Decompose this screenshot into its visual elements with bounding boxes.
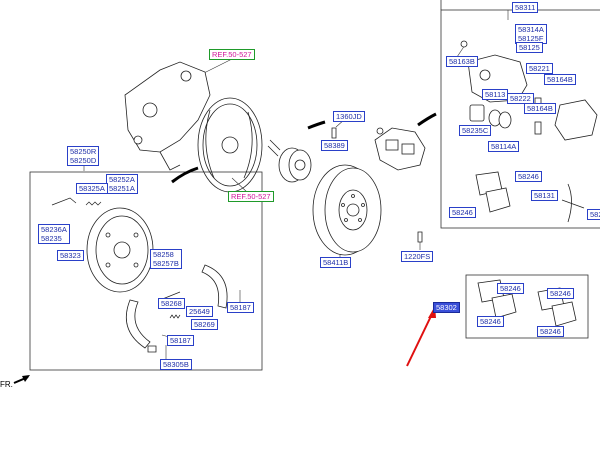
part-58187-a[interactable]: 58187 bbox=[227, 302, 254, 313]
part-58125F: 58125F bbox=[518, 34, 544, 43]
part-58269[interactable]: 58269 bbox=[191, 319, 218, 330]
brake-shoes bbox=[126, 264, 228, 349]
part-58125[interactable]: 58125 bbox=[516, 42, 543, 53]
selected-part-58302[interactable]: 58302 bbox=[433, 302, 460, 313]
part-1220FS[interactable]: 1220FS bbox=[401, 251, 434, 262]
bolts bbox=[147, 127, 423, 353]
part-1360JD[interactable]: 1360JD bbox=[333, 111, 365, 122]
front-direction-label: FR. bbox=[0, 380, 13, 389]
part-58163B[interactable]: 58163B bbox=[446, 56, 478, 67]
part-5824-clipped[interactable]: 5824 bbox=[587, 209, 600, 220]
part-58250R: 58250R bbox=[70, 147, 97, 156]
part-58323[interactable]: 58323 bbox=[57, 250, 84, 261]
part-58235: 58235 bbox=[41, 234, 62, 243]
front-arrow-icon bbox=[13, 375, 30, 384]
brake-disc bbox=[312, 164, 382, 256]
parking-brake-box bbox=[29, 171, 263, 371]
part-58235C[interactable]: 58235C bbox=[459, 125, 492, 136]
brake-pads bbox=[475, 171, 585, 327]
part-58268[interactable]: 58268 bbox=[158, 298, 185, 309]
part-58305B[interactable]: 58305B bbox=[160, 359, 192, 370]
part-58251A: 58251A bbox=[109, 184, 135, 193]
red-pointer-arrow bbox=[406, 306, 436, 367]
part-58221[interactable]: 58221 bbox=[526, 63, 553, 74]
part-58257B: 58257B bbox=[153, 259, 179, 268]
part-58222[interactable]: 58222 bbox=[507, 93, 534, 104]
parking-brake-plate bbox=[86, 207, 154, 293]
part-58187-b[interactable]: 58187 bbox=[167, 335, 194, 346]
part-25649[interactable]: 25649 bbox=[186, 306, 213, 317]
part-58250D: 58250D bbox=[70, 156, 97, 165]
steering-knuckle bbox=[124, 61, 211, 171]
part-58236A: 58236A bbox=[41, 225, 67, 234]
ref-label-knuckle[interactable]: REF.50-527 bbox=[209, 49, 255, 60]
part-58252A: 58252A bbox=[109, 175, 135, 184]
part-58325A[interactable]: 58325A bbox=[76, 183, 108, 194]
part-stack-58236A-58235[interactable]: 58236A 58235 bbox=[38, 224, 70, 244]
part-58246-d[interactable]: 58246 bbox=[547, 288, 574, 299]
backing-plate bbox=[197, 97, 263, 193]
part-58246-f[interactable]: 58246 bbox=[537, 326, 564, 337]
part-58246-c[interactable]: 58246 bbox=[497, 283, 524, 294]
part-stack-58250R-58250D[interactable]: 58250R 58250D bbox=[67, 146, 100, 166]
part-58246-e[interactable]: 58246 bbox=[477, 316, 504, 327]
part-58131[interactable]: 58131 bbox=[531, 190, 558, 201]
part-58246-a[interactable]: 58246 bbox=[515, 171, 542, 182]
hub-bearing bbox=[267, 139, 312, 183]
part-58246-b[interactable]: 58246 bbox=[449, 207, 476, 218]
part-stack-58252A-58251A[interactable]: 58252A 58251A bbox=[106, 174, 138, 194]
direction-arrows bbox=[171, 112, 437, 184]
pad-kit-box bbox=[465, 274, 589, 339]
part-58113[interactable]: 58113 bbox=[482, 89, 509, 100]
part-58164B-a[interactable]: 58164B bbox=[544, 74, 576, 85]
part-stack-58314A-58125F[interactable]: 58314A 58125F bbox=[515, 24, 547, 44]
part-58114A[interactable]: 58114A bbox=[488, 141, 520, 152]
part-58311[interactable]: 58311 bbox=[512, 2, 539, 13]
brake-caliper bbox=[374, 127, 426, 171]
part-58389[interactable]: 58389 bbox=[321, 140, 348, 151]
part-58314A: 58314A bbox=[518, 25, 544, 34]
part-stack-58258-58257B[interactable]: 58258 58257B bbox=[150, 249, 182, 269]
part-58164B-b[interactable]: 58164B bbox=[524, 103, 556, 114]
ref-label-hub[interactable]: REF.50-527 bbox=[228, 191, 274, 202]
part-58258: 58258 bbox=[153, 250, 174, 259]
part-58411B[interactable]: 58411B bbox=[320, 257, 352, 268]
